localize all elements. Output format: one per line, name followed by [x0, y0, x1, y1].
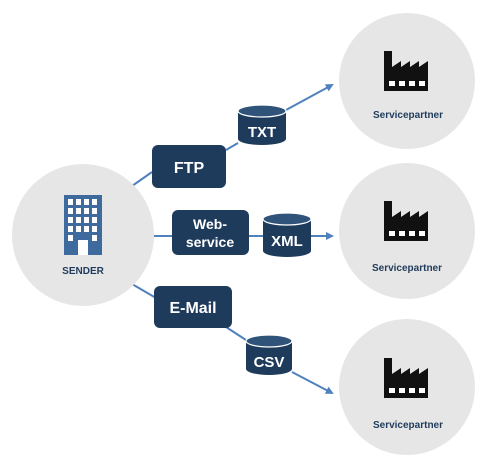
csv-cylinder [246, 341, 292, 375]
sender-label: SENDER [62, 266, 104, 277]
factory-icon [384, 51, 428, 91]
xml-cylinder [263, 219, 311, 257]
xml-cylinder-top [262, 212, 312, 226]
email-box [154, 286, 232, 328]
webservice-box [172, 210, 249, 255]
partner-label-1: Servicepartner [373, 110, 443, 121]
arrow-csv-partner3 [291, 371, 334, 394]
partner-node-2: Servicepartner [339, 163, 475, 299]
connectors [131, 84, 334, 394]
connector-email-csv [225, 326, 247, 341]
format-txt: TXT [237, 104, 287, 145]
txt-cylinder [238, 111, 286, 145]
txt-cylinder-top [237, 104, 287, 118]
connector-ftp-txt [225, 142, 239, 151]
channel-ftp: FTP [152, 145, 226, 188]
channel-webservice: Web- service [172, 210, 249, 255]
ftp-label: FTP [174, 160, 205, 177]
email-label: E-Mail [169, 300, 216, 317]
building-icon [64, 195, 102, 255]
partner-label-2: Servicepartner [372, 263, 442, 274]
arrow-txt-partner1 [285, 84, 334, 111]
format-xml: XML [262, 212, 312, 257]
format-csv: CSV [245, 334, 293, 375]
sender-node: SENDER [12, 164, 154, 306]
partner-node-1: Servicepartner [339, 13, 475, 149]
csv-label: CSV [254, 354, 285, 371]
webservice-label-line1: Web- [193, 216, 227, 232]
xml-label: XML [271, 233, 303, 250]
txt-label: TXT [248, 124, 276, 141]
factory-icon [384, 358, 428, 398]
csv-cylinder-top [245, 334, 293, 348]
partner-label-3: Servicepartner [373, 420, 443, 431]
connector-sender-ftp [131, 171, 153, 187]
channel-email: E-Mail [154, 286, 232, 328]
connector-sender-email [131, 283, 157, 299]
webservice-label-line2: service [186, 234, 234, 250]
partner-node-3: Servicepartner [339, 319, 475, 455]
factory-icon [384, 201, 428, 241]
ftp-box [152, 145, 226, 188]
